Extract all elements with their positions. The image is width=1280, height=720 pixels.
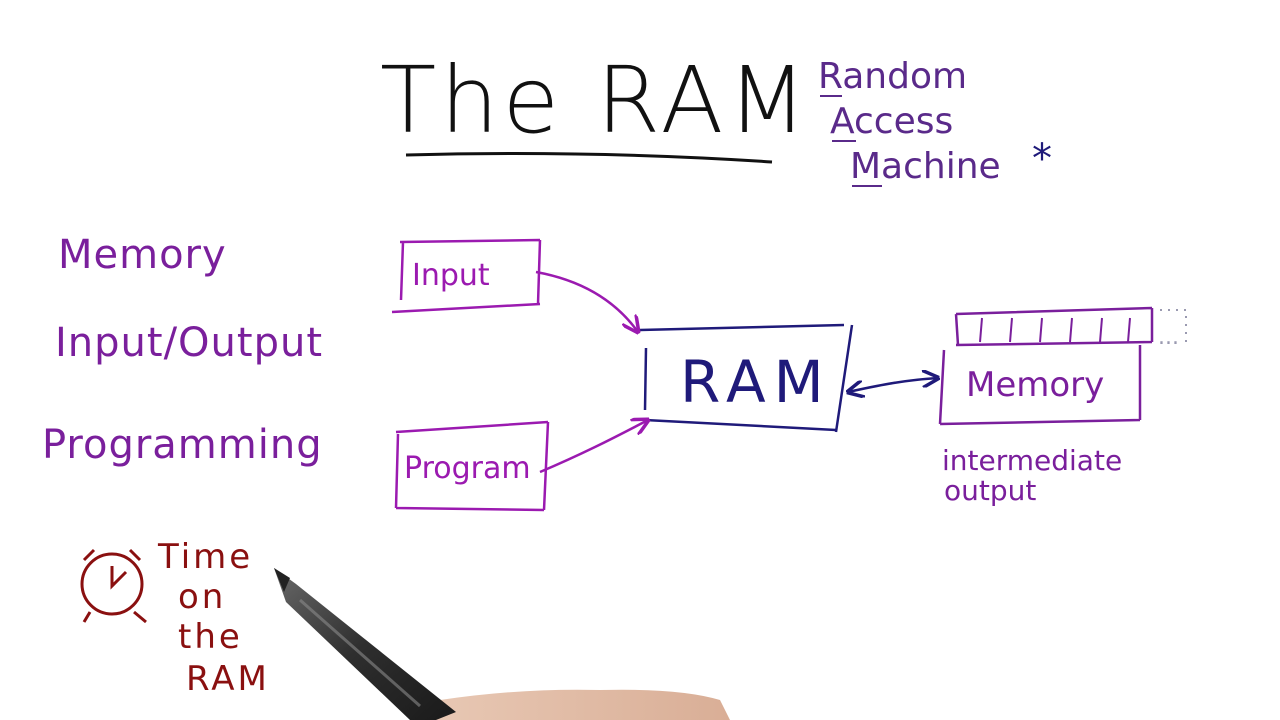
acronym-line-access: Access [830, 101, 953, 142]
stylus-pen-icon [274, 568, 730, 720]
program-to-ram-arrow [539, 420, 648, 474]
time-note-line-1: Time [157, 537, 253, 577]
memory-continuation-dots: ... [1158, 325, 1179, 350]
program-box-label: Program [404, 451, 531, 486]
pen-body [274, 568, 456, 720]
input-box-outline [391, 238, 542, 314]
memory-cells [979, 317, 1131, 343]
title-group: The RAM [380, 47, 811, 164]
ram-memory-bidirectional-arrow [848, 378, 938, 392]
ram-box-label: RAM [680, 348, 832, 416]
page-title: The RAM [380, 47, 811, 154]
input-box: Input [391, 238, 542, 314]
memory-note-line-1: intermediate [942, 444, 1122, 477]
footnote-asterisk: * [1032, 136, 1052, 182]
acronym-line-random: Random [818, 56, 967, 97]
time-note: Time on the RAM [157, 537, 270, 699]
memory-dotted-extension [1160, 309, 1192, 342]
memory-box-outline [938, 306, 1154, 426]
program-box-outline [394, 420, 550, 512]
title-underline [405, 152, 773, 164]
time-note-line-3: the [178, 617, 243, 657]
time-note-line-4: RAM [186, 659, 270, 699]
topic-list: Memory Input/Output Programming [42, 232, 323, 468]
pen-highlight [299, 598, 421, 708]
time-note-line-2: on [178, 577, 226, 617]
program-box: Program [394, 420, 550, 512]
ram-box-outline [639, 323, 854, 433]
alarm-clock-icon [80, 548, 147, 624]
topic-input-output: Input/Output [55, 320, 323, 366]
topic-memory: Memory [58, 232, 227, 278]
hand-shape [430, 689, 730, 720]
memory-box-label: Memory [966, 365, 1104, 405]
acronym-line-machine: Machine [850, 146, 1001, 187]
memory-note-line-2: output [944, 474, 1036, 507]
input-to-ram-arrow [535, 270, 638, 332]
acronym-group: Random Access Machine * [818, 56, 1052, 187]
input-box-label: Input [412, 258, 490, 293]
ram-box: RAM [639, 323, 854, 433]
pen-tip [274, 568, 290, 592]
memory-box: Memory ... [938, 306, 1192, 426]
topic-programming: Programming [42, 422, 323, 468]
memory-note: intermediate output [942, 444, 1122, 507]
